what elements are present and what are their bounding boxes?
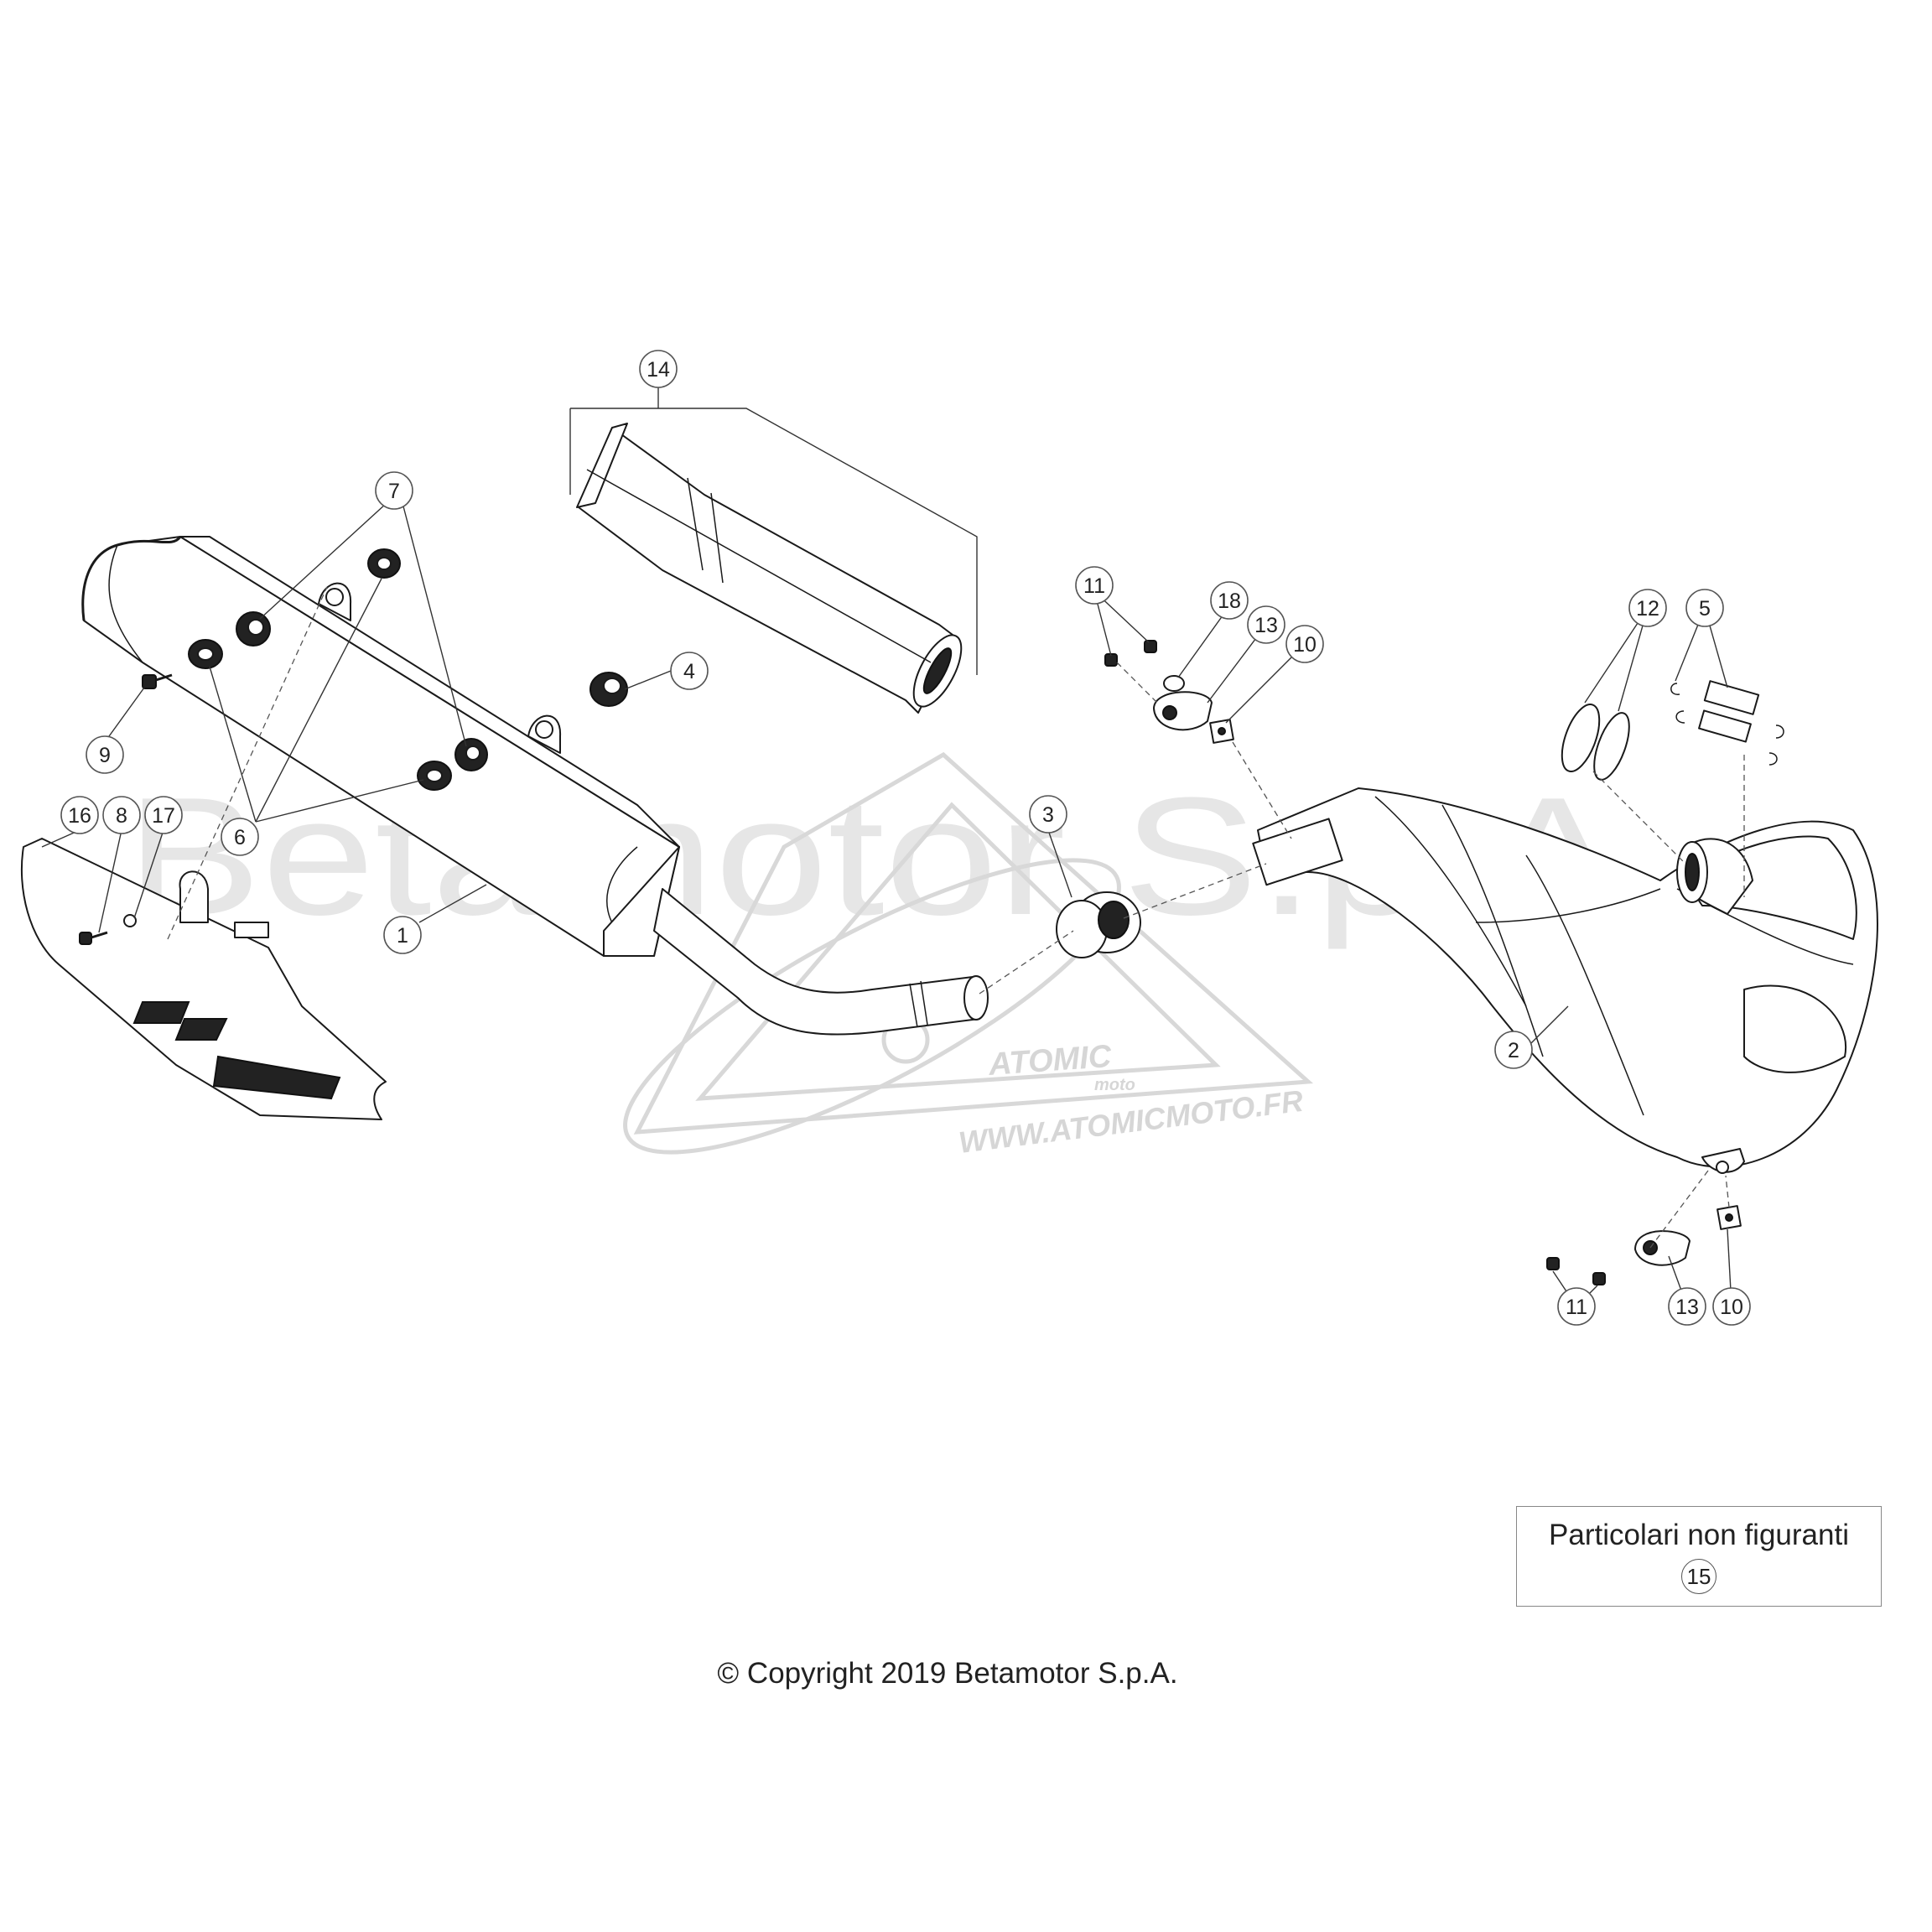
part-11-screws-lower <box>1546 1257 1606 1285</box>
copyright-text: © Copyright 2019 Betamotor S.p.A. <box>717 1657 1178 1690</box>
part-11-screws-upper <box>1104 640 1157 667</box>
callout-13-upper: 13 <box>1247 605 1285 644</box>
callout-10-lower-label: 10 <box>1720 1296 1743 1319</box>
callout-7-label: 7 <box>388 480 400 503</box>
callout-3: 3 <box>1029 795 1067 834</box>
callout-5: 5 <box>1685 589 1724 627</box>
callout-10-upper: 10 <box>1285 625 1324 663</box>
callout-2-label: 2 <box>1508 1039 1519 1062</box>
part-18-washer <box>1163 675 1185 692</box>
part-3-exhaust-coupling <box>1056 891 1141 958</box>
part-5-springs <box>1670 680 1784 766</box>
watermark-logo-text: ATOMIC <box>987 1039 1113 1083</box>
callout-6-right-label: 6 <box>234 826 246 849</box>
callout-16-label: 16 <box>68 804 91 828</box>
callout-13-upper-label: 13 <box>1254 614 1278 637</box>
callout-10-lower: 10 <box>1712 1287 1751 1326</box>
callout-2: 2 <box>1494 1031 1533 1069</box>
part-1-silencer <box>81 536 989 1036</box>
callout-9: 9 <box>86 735 124 774</box>
callout-7: 7 <box>375 471 413 510</box>
callout-4: 4 <box>670 652 709 690</box>
parts-not-shown-note: Particolari non figuranti 15 <box>1516 1506 1882 1607</box>
part-16-heat-shield <box>20 838 387 1120</box>
part-6-washer <box>417 761 452 791</box>
callout-18-label: 18 <box>1218 589 1241 613</box>
part-13-mount-plate-upper <box>1153 691 1213 731</box>
part-12-o-rings <box>1561 704 1630 781</box>
callout-14: 14 <box>639 350 678 388</box>
callout-12-label: 12 <box>1636 597 1659 621</box>
part-10-nut-lower <box>1716 1205 1742 1230</box>
part-7-grommet <box>236 611 271 647</box>
callout-11-upper: 11 <box>1075 566 1114 605</box>
callout-11-lower-label: 11 <box>1566 1296 1587 1319</box>
part-13-mount-plate-lower <box>1634 1230 1690 1266</box>
callout-13-lower-label: 13 <box>1675 1296 1699 1319</box>
part-2-expansion-chamber <box>1252 787 1878 1174</box>
callout-8: 8 <box>102 796 141 834</box>
callout-17: 17 <box>144 796 183 834</box>
part-8-screw <box>79 931 108 945</box>
part-7-washer <box>367 548 401 579</box>
part-14-packing-wool <box>576 423 963 714</box>
part-7-grommet <box>454 738 488 771</box>
callout-18: 18 <box>1210 581 1249 620</box>
part-17-washer <box>123 914 137 927</box>
callout-17-label: 17 <box>152 804 175 828</box>
callout-16: 16 <box>60 796 99 834</box>
callout-11-lower: 11 <box>1557 1287 1596 1326</box>
callout-5-label: 5 <box>1699 597 1711 621</box>
parts-not-shown-callout-15: 15 <box>1681 1559 1716 1594</box>
callout-12: 12 <box>1628 589 1667 627</box>
callout-6-right: 6 <box>221 818 259 856</box>
callout-13-lower: 13 <box>1668 1287 1706 1326</box>
callout-1: 1 <box>383 916 422 954</box>
callout-4-label: 4 <box>683 660 695 683</box>
parts-not-shown-text: Particolari non figuranti <box>1549 1519 1849 1551</box>
callout-9-label: 9 <box>99 744 111 767</box>
callout-8-label: 8 <box>116 804 127 828</box>
watermark-logo-subtext: moto <box>1094 1076 1135 1094</box>
callout-3-label: 3 <box>1042 803 1054 827</box>
callout-14-label: 14 <box>647 358 670 382</box>
part-4-rubber-grommet <box>589 672 628 707</box>
callout-10-upper-label: 10 <box>1293 633 1317 657</box>
assembly-dashed-lines <box>167 586 1745 1249</box>
part-10-nut-upper <box>1209 719 1234 744</box>
callout-1-label: 1 <box>397 924 408 948</box>
callout-11-upper-label: 11 <box>1083 574 1105 598</box>
part-9-screw <box>142 673 173 689</box>
part-6-washer <box>188 639 223 669</box>
